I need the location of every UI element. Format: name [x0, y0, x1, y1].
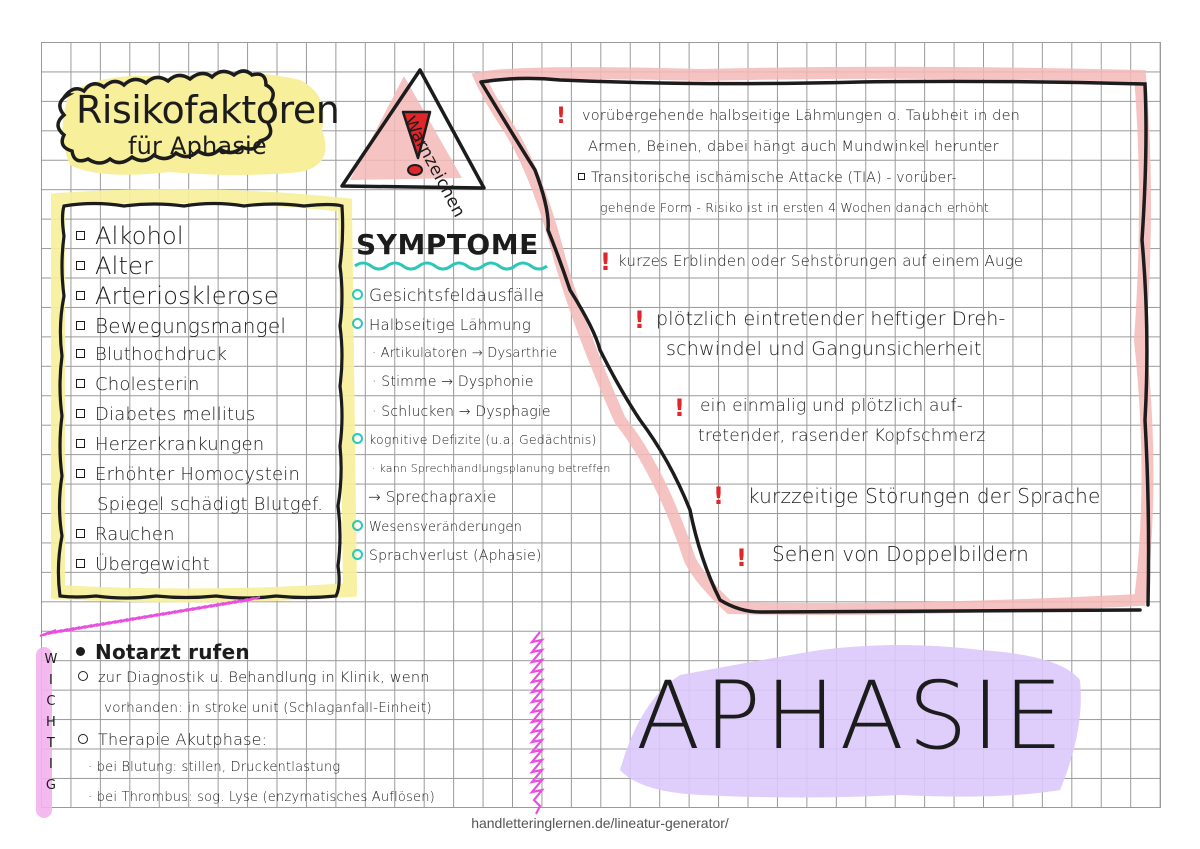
exclamation-icon: !	[556, 104, 567, 129]
symptom-subitem: · Artikulatoren → Dysarthrie	[372, 346, 558, 361]
list-item: Bluthochdruck	[76, 344, 227, 365]
checkbox-bullet-icon	[76, 321, 85, 330]
risk-factors-subtitle: für Aphasie	[128, 132, 267, 160]
exclamation-icon: !	[713, 482, 724, 510]
bullet-icon	[78, 671, 88, 681]
warning-item-line: kurzes Erblinden oder Sehstörungen auf e…	[618, 252, 1024, 270]
warning-item-line: vorübergehende halbseitige Lähmungen o. …	[582, 108, 1021, 124]
checkbox-bullet-icon	[76, 408, 85, 418]
list-item: Alter	[76, 252, 153, 280]
important-item: zur Diagnostik u. Behandlung in Klinik, …	[78, 670, 430, 686]
checkbox-bullet-icon	[76, 468, 85, 478]
warning-item-line: Transitorische ischämische Attacke (TIA)…	[578, 170, 957, 186]
checkbox-bullet-icon	[578, 172, 585, 180]
side-letter: I	[48, 673, 54, 688]
spiral-bullet-icon	[352, 520, 363, 531]
checkbox-bullet-icon	[76, 438, 85, 448]
checkbox-bullet-icon	[76, 290, 85, 300]
spiral-bullet-icon	[352, 288, 363, 300]
exclamation-icon: !	[674, 394, 685, 422]
side-letter: H	[46, 715, 56, 730]
side-letter: I	[48, 757, 54, 772]
symptom-item: Sprachverlust (Aphasie)	[352, 548, 542, 564]
symptom-item: kognitive Defizite (u.a. Gedächtnis)	[352, 432, 597, 447]
bullet-icon	[76, 647, 85, 656]
important-item: Notarzt rufen	[76, 640, 250, 664]
list-item: Übergewicht	[76, 554, 210, 575]
checkbox-bullet-icon	[76, 348, 85, 358]
list-item: Herzerkrankungen	[76, 434, 264, 455]
side-letter: G	[45, 778, 57, 793]
checkbox-bullet-icon	[76, 378, 85, 388]
checkbox-bullet-icon	[76, 558, 85, 568]
warning-item-line: tretender, rasender Kopfschmerz	[698, 426, 986, 446]
warning-item-line: schwindel und Gangunsicherheit	[666, 338, 982, 360]
symptoms-title: SYMPTOME	[356, 228, 539, 261]
list-item: Rauchen	[76, 524, 175, 545]
main-title: APHASIE	[636, 662, 1067, 771]
important-side-label: W I C H T I G	[44, 652, 58, 799]
symptom-item: Gesichtsfeldausfälle	[352, 286, 544, 306]
symptom-item: Wesensveränderungen	[352, 520, 522, 535]
symptom-item: Halbseitige Lähmung	[352, 316, 531, 334]
footer-credit: handletteringlernen.de/lineatur-generato…	[471, 815, 729, 831]
exclamation-icon: !	[600, 248, 611, 276]
important-item: Therapie Akutphase:	[78, 730, 267, 749]
checkbox-bullet-icon	[76, 528, 85, 538]
list-item: Diabetes mellitus	[76, 404, 255, 425]
exclamation-icon: !	[736, 544, 747, 572]
list-item: Cholesterin	[76, 374, 200, 395]
list-item-continuation: Spiegel schädigt Blutgef.	[97, 494, 324, 515]
list-item: Arteriosklerose	[76, 282, 279, 310]
exclamation-icon: !	[634, 306, 645, 334]
symptom-subitem: → Sprechapraxie	[368, 488, 497, 506]
bullet-icon	[78, 733, 88, 744]
warning-item-line: plötzlich eintretender heftiger Dreh-	[656, 308, 1006, 330]
warning-item-line: Sehen von Doppelbildern	[772, 542, 1029, 566]
warning-item-line: gehende Form - Risiko ist in ersten 4 Wo…	[600, 200, 990, 215]
symptom-subitem: · kann Sprechhandlungsplanung betreffen	[372, 462, 611, 475]
list-item: Alkohol	[76, 222, 184, 250]
spiral-bullet-icon	[352, 548, 363, 560]
list-item: Erhöhter Homocystein	[76, 464, 300, 485]
list-item: Bewegungsmangel	[76, 314, 286, 338]
warning-item-line: kurzzeitige Störungen der Sprache	[748, 484, 1101, 508]
side-letter: T	[46, 736, 56, 751]
important-subitem: · bei Thrombus: sog. Lyse (enzymatisches…	[88, 790, 435, 805]
important-item-continuation: vorhanden: in stroke unit (Schlaganfall-…	[104, 700, 432, 716]
checkbox-bullet-icon	[76, 230, 85, 240]
spiral-bullet-icon	[352, 433, 363, 444]
important-subitem: · bei Blutung: stillen, Druckentlastung	[88, 760, 341, 775]
symptom-subitem: · Stimme → Dysphonie	[372, 374, 534, 390]
side-letter: C	[46, 694, 56, 709]
side-letter: W	[44, 652, 58, 667]
checkbox-bullet-icon	[76, 260, 85, 270]
warning-item-line: Armen, Beinen, dabei hängt auch Mundwink…	[588, 139, 999, 155]
symptom-subitem: · Schlucken → Dysphagie	[372, 404, 551, 420]
risk-factors-title: Risikofaktoren	[76, 88, 340, 132]
spiral-bullet-icon	[352, 318, 363, 329]
warning-item-line: ein einmalig und plötzlich auf-	[700, 396, 964, 416]
